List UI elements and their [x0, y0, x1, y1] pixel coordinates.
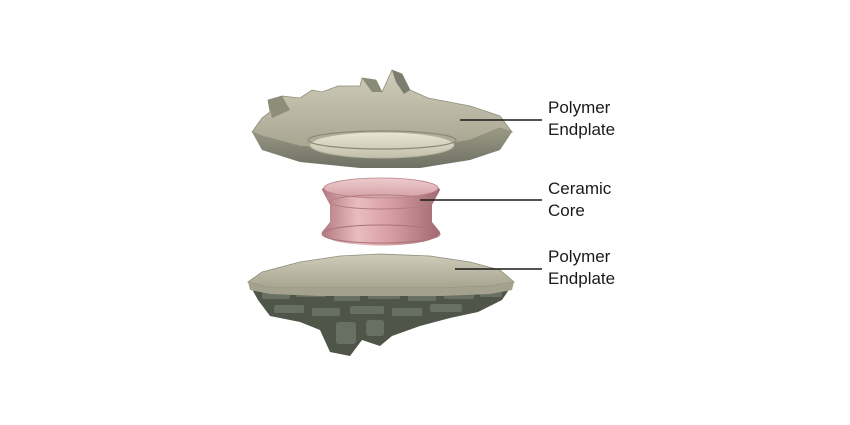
top-endplate: [251, 69, 514, 168]
bottom-endplate-rim: [248, 282, 514, 296]
ceramic-core-top: [323, 177, 439, 199]
ceramic-core-bottom-rim: [321, 224, 441, 244]
ceramic-core-body: [322, 181, 440, 246]
label-top-line1: Polymer: [548, 98, 611, 117]
top-endplate-ridge: [268, 96, 290, 118]
top-endplate-cup-rim: [307, 130, 457, 150]
label-top-polymer-endplate: Polymer Endplate: [548, 97, 615, 141]
label-ceramic-core: Ceramic Core: [548, 178, 611, 222]
label-bottom-line1: Polymer: [548, 247, 611, 266]
label-core-line2: Core: [548, 201, 585, 220]
label-top-line2: Endplate: [548, 120, 616, 139]
top-endplate-ridge: [362, 78, 382, 92]
bottom-endplate-surface: [247, 253, 515, 289]
bottom-endplate: [247, 253, 515, 356]
label-core-line1: Ceramic: [548, 179, 612, 198]
top-endplate-side: [252, 128, 512, 168]
ceramic-core-groove: [329, 194, 433, 210]
top-endplate-ridge: [392, 70, 410, 94]
label-bottom-polymer-endplate: Polymer Endplate: [548, 246, 615, 290]
ceramic-core: [321, 177, 441, 246]
top-endplate-cup: [309, 131, 455, 159]
label-bottom-line2: Endplate: [548, 269, 616, 288]
